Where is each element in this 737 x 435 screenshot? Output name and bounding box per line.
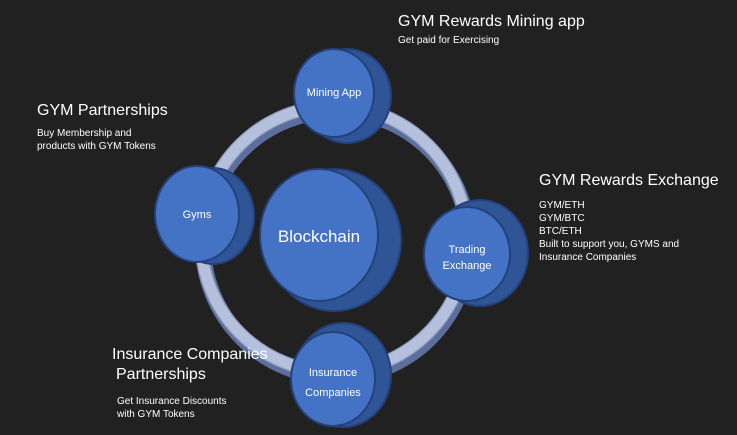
annotation-insurance: Insurance Companies Partnerships Get Ins… [112, 345, 268, 421]
node-gyms[interactable]: Gyms [154, 165, 255, 265]
annotation-mining-title: GYM Rewards Mining app [398, 13, 585, 30]
annotation-partnerships-title: GYM Partnerships [37, 102, 168, 119]
node-mining-label: Mining App [307, 87, 361, 99]
annotation-partnerships: GYM Partnerships Buy Membership and prod… [37, 101, 168, 153]
node-trading-label-line1: Trading [449, 244, 486, 256]
annotation-exchange: GYM Rewards Exchange GYM/ETH GYM/BTC BTC… [539, 171, 719, 264]
node-insurance-label-line1: Insurance [309, 367, 357, 379]
annotation-partnerships-line: Buy Membership and [37, 128, 132, 139]
annotation-exchange-line: GYM/BTC [539, 213, 585, 224]
annotation-mining-line: Get paid for Exercising [398, 35, 500, 46]
annotation-exchange-title: GYM Rewards Exchange [539, 172, 719, 189]
annotation-exchange-line: Insurance Companies [539, 252, 637, 263]
annotation-partnerships-line: products with GYM Tokens [37, 141, 156, 152]
node-blockchain-face [259, 168, 379, 302]
node-trading-exchange[interactable]: Trading Exchange [423, 199, 529, 307]
annotation-exchange-line: BTC/ETH [539, 226, 582, 237]
node-gyms-face [154, 165, 240, 263]
annotation-insurance-title-line1: Insurance Companies [112, 346, 268, 363]
node-insurance-face [290, 331, 376, 427]
node-gyms-label: Gyms [183, 209, 212, 221]
node-insurance-label-line2: Companies [305, 387, 361, 399]
node-trading-label-line2: Exchange [443, 260, 492, 272]
node-blockchain[interactable]: Blockchain [259, 168, 402, 312]
annotation-insurance-line: Get Insurance Discounts [117, 396, 227, 407]
node-trading-face [423, 206, 511, 302]
node-mining-app[interactable]: Mining App [293, 48, 392, 144]
annotation-insurance-line: with GYM Tokens [117, 409, 195, 420]
annotation-exchange-line: GYM/ETH [539, 200, 585, 211]
annotation-insurance-title-line2: Partnerships [116, 366, 206, 383]
node-blockchain-label: Blockchain [278, 227, 360, 246]
annotation-exchange-line: Built to support you, GYMS and [539, 239, 680, 250]
node-mining-face [293, 48, 375, 138]
annotation-mining: GYM Rewards Mining app Get paid for Exer… [398, 12, 585, 47]
node-insurance-companies[interactable]: Insurance Companies [290, 322, 392, 428]
